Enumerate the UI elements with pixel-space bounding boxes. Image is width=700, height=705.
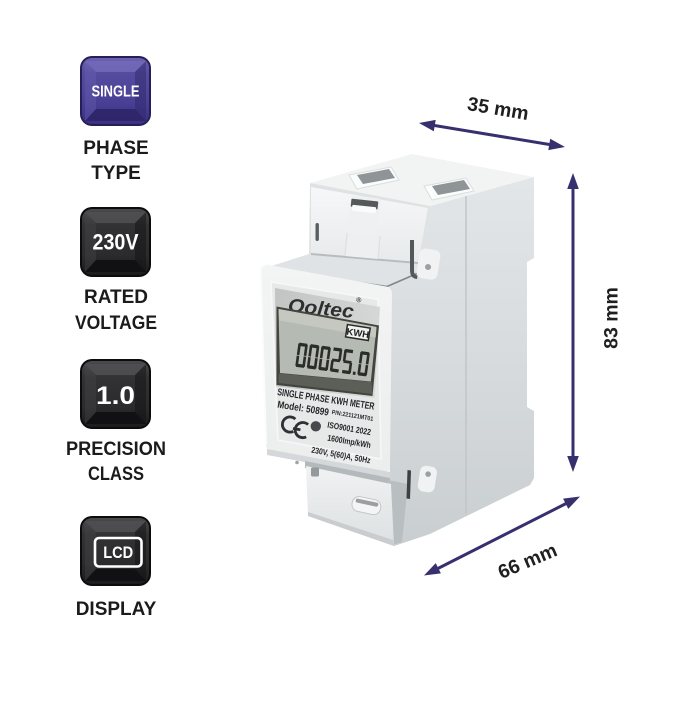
svg-text:VOLTAGE: VOLTAGE: [75, 313, 157, 334]
svg-text:PHASE: PHASE: [83, 138, 148, 159]
svg-text:KWH: KWH: [346, 327, 370, 341]
svg-text:RATED: RATED: [84, 287, 148, 308]
svg-text:®: ®: [356, 296, 363, 305]
svg-text:CLASS: CLASS: [88, 464, 144, 485]
svg-text:1.0: 1.0: [96, 382, 135, 410]
svg-text:PRECISION: PRECISION: [66, 439, 166, 460]
svg-text:DISPLAY: DISPLAY: [76, 599, 157, 620]
svg-text:TYPE: TYPE: [91, 163, 141, 184]
svg-text:SINGLE: SINGLE: [92, 84, 140, 101]
svg-text:230V: 230V: [93, 230, 139, 255]
svg-text:LCD: LCD: [103, 544, 133, 562]
svg-text:83 mm: 83 mm: [601, 287, 623, 349]
